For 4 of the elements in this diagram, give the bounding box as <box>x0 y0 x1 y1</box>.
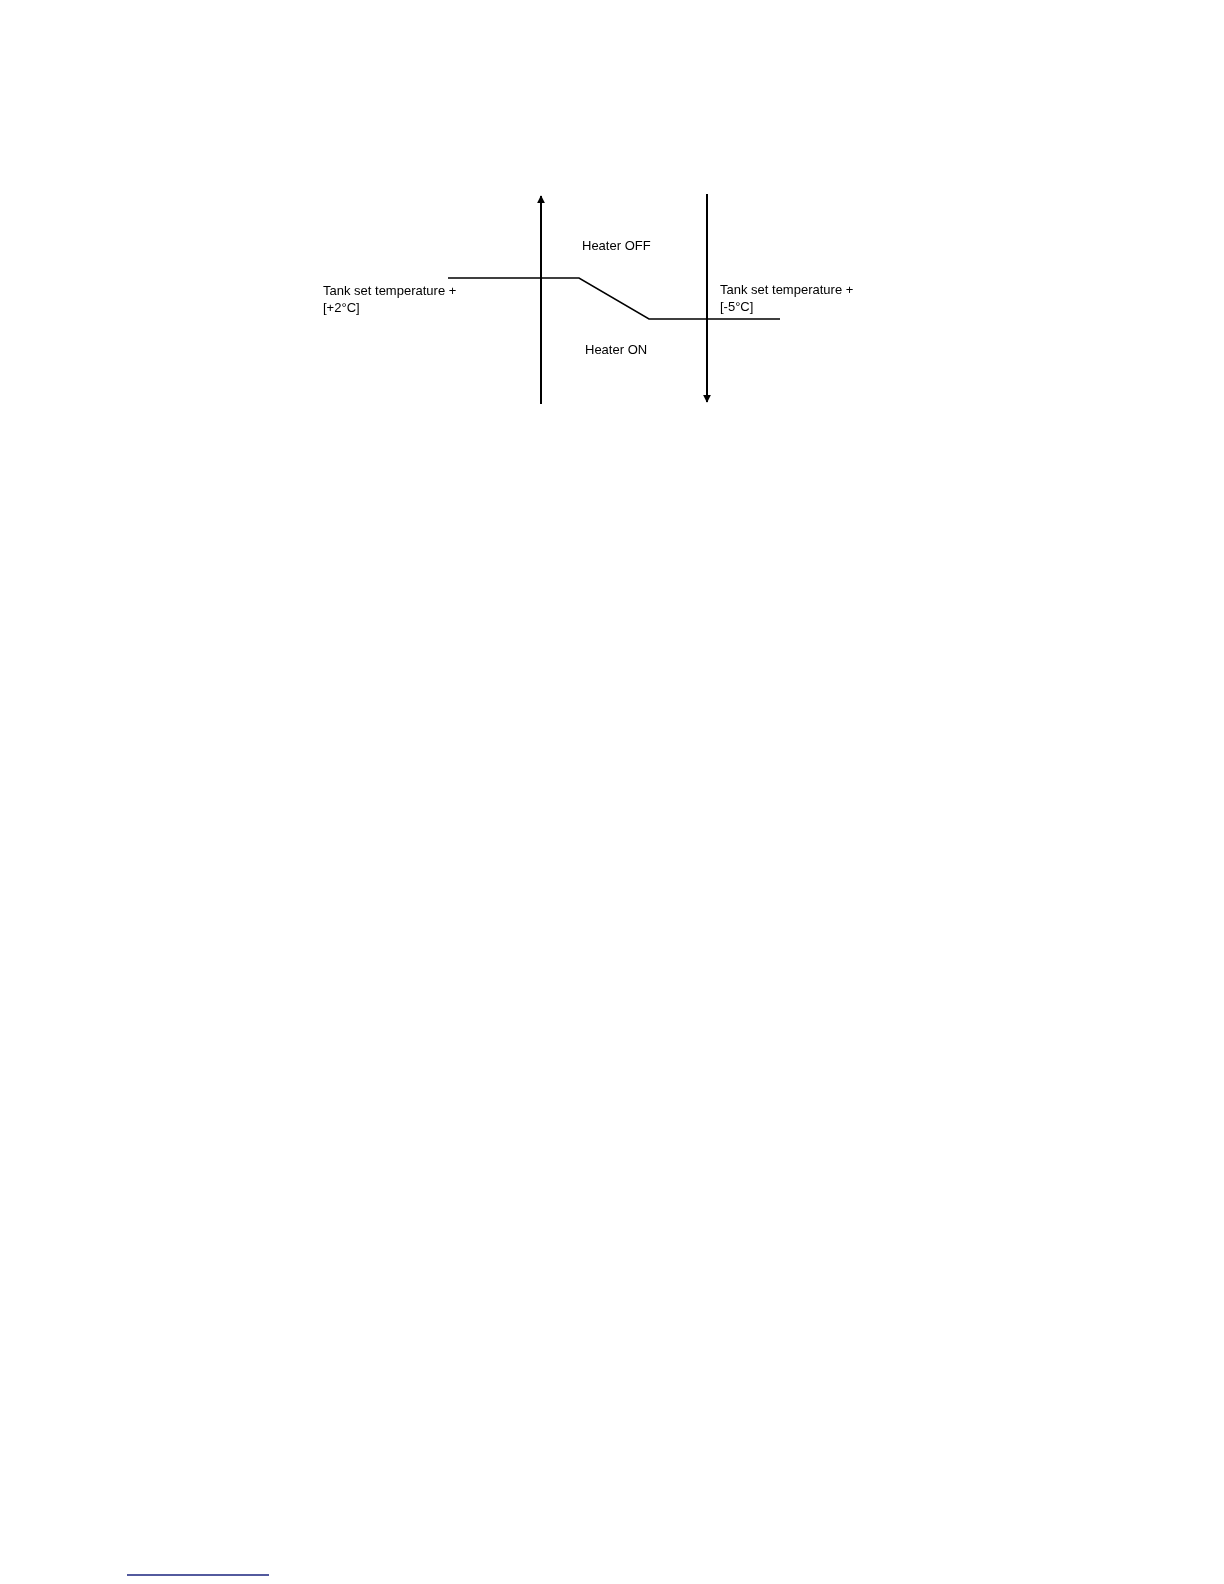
threshold-label: Tank set temperature + [-5°C] <box>720 281 855 315</box>
threshold-label: Tank set temperature + [+2°C] <box>323 282 458 316</box>
heater-state-label: Heater OFF <box>582 237 651 254</box>
heater-state-label: Heater ON <box>585 341 648 358</box>
